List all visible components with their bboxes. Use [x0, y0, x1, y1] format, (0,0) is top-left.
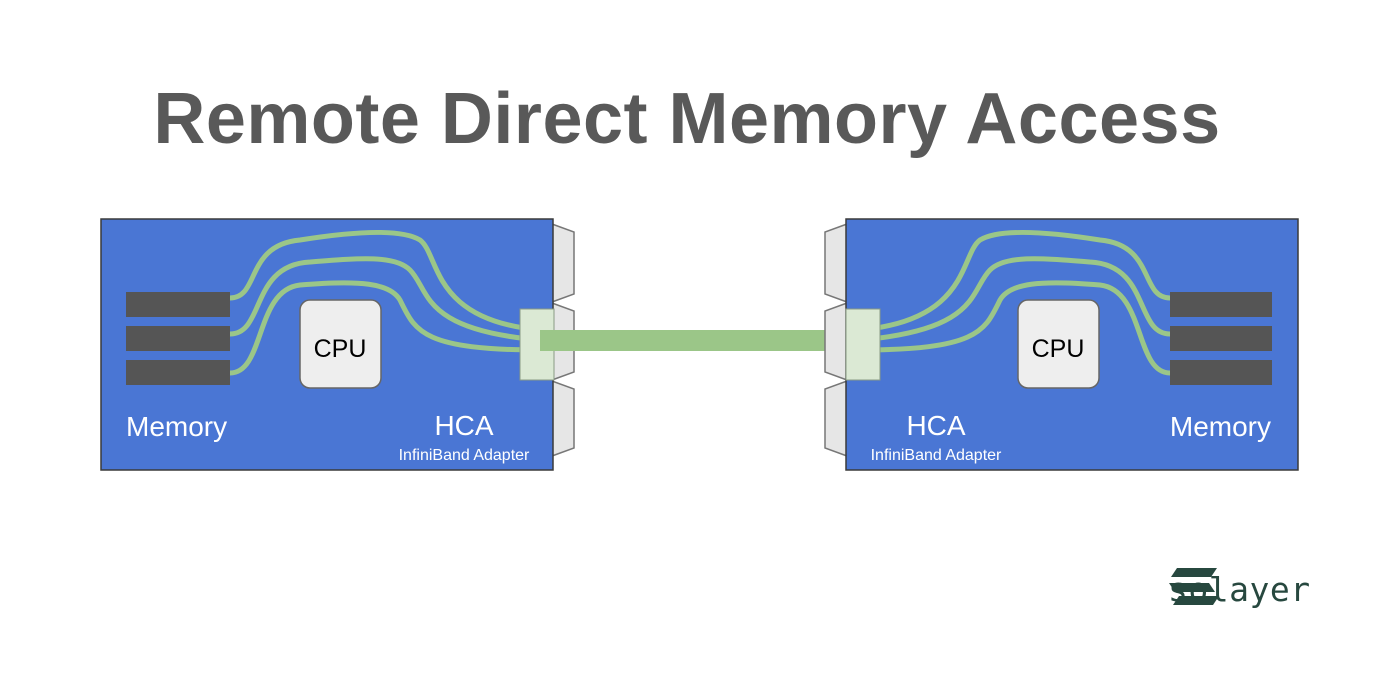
left-memory-label: Memory: [126, 411, 227, 442]
left-bracket: [551, 222, 575, 458]
right-wires: [859, 229, 1171, 376]
right-memory-label: Memory: [1170, 411, 1271, 442]
right-memory-stick: [1170, 292, 1272, 317]
infiniband-cable: [540, 330, 848, 351]
left-memory-stick: [126, 292, 230, 317]
right-memory-stick: [1170, 326, 1272, 351]
left-cpu-label: CPU: [314, 335, 367, 363]
left-wires: [229, 229, 541, 376]
brand-name: solayer: [1168, 570, 1311, 609]
right-memory-stick: [1170, 360, 1272, 385]
left-memory-stick: [126, 360, 230, 385]
right-bracket: [824, 222, 848, 458]
left-hca-label: HCA: [434, 410, 493, 441]
solayer-logo-icon: [1169, 568, 1219, 605]
page-title: Remote Direct Memory Access: [153, 79, 1221, 159]
right-cpu-chip: [1017, 299, 1100, 389]
left-node: CPU Memory HCA InfiniBand Adapter: [100, 218, 575, 471]
right-hca-port: [845, 308, 881, 381]
left-memory-stick: [126, 326, 230, 351]
left-hca-sublabel: InfiniBand Adapter: [399, 447, 530, 464]
right-hca-label: HCA: [906, 410, 965, 441]
right-cpu-label: CPU: [1032, 335, 1085, 363]
right-hca-sublabel: InfiniBand Adapter: [871, 447, 1002, 464]
left-cpu-chip: [299, 299, 382, 389]
right-node: CPU Memory HCA InfiniBand Adapter: [824, 218, 1299, 471]
